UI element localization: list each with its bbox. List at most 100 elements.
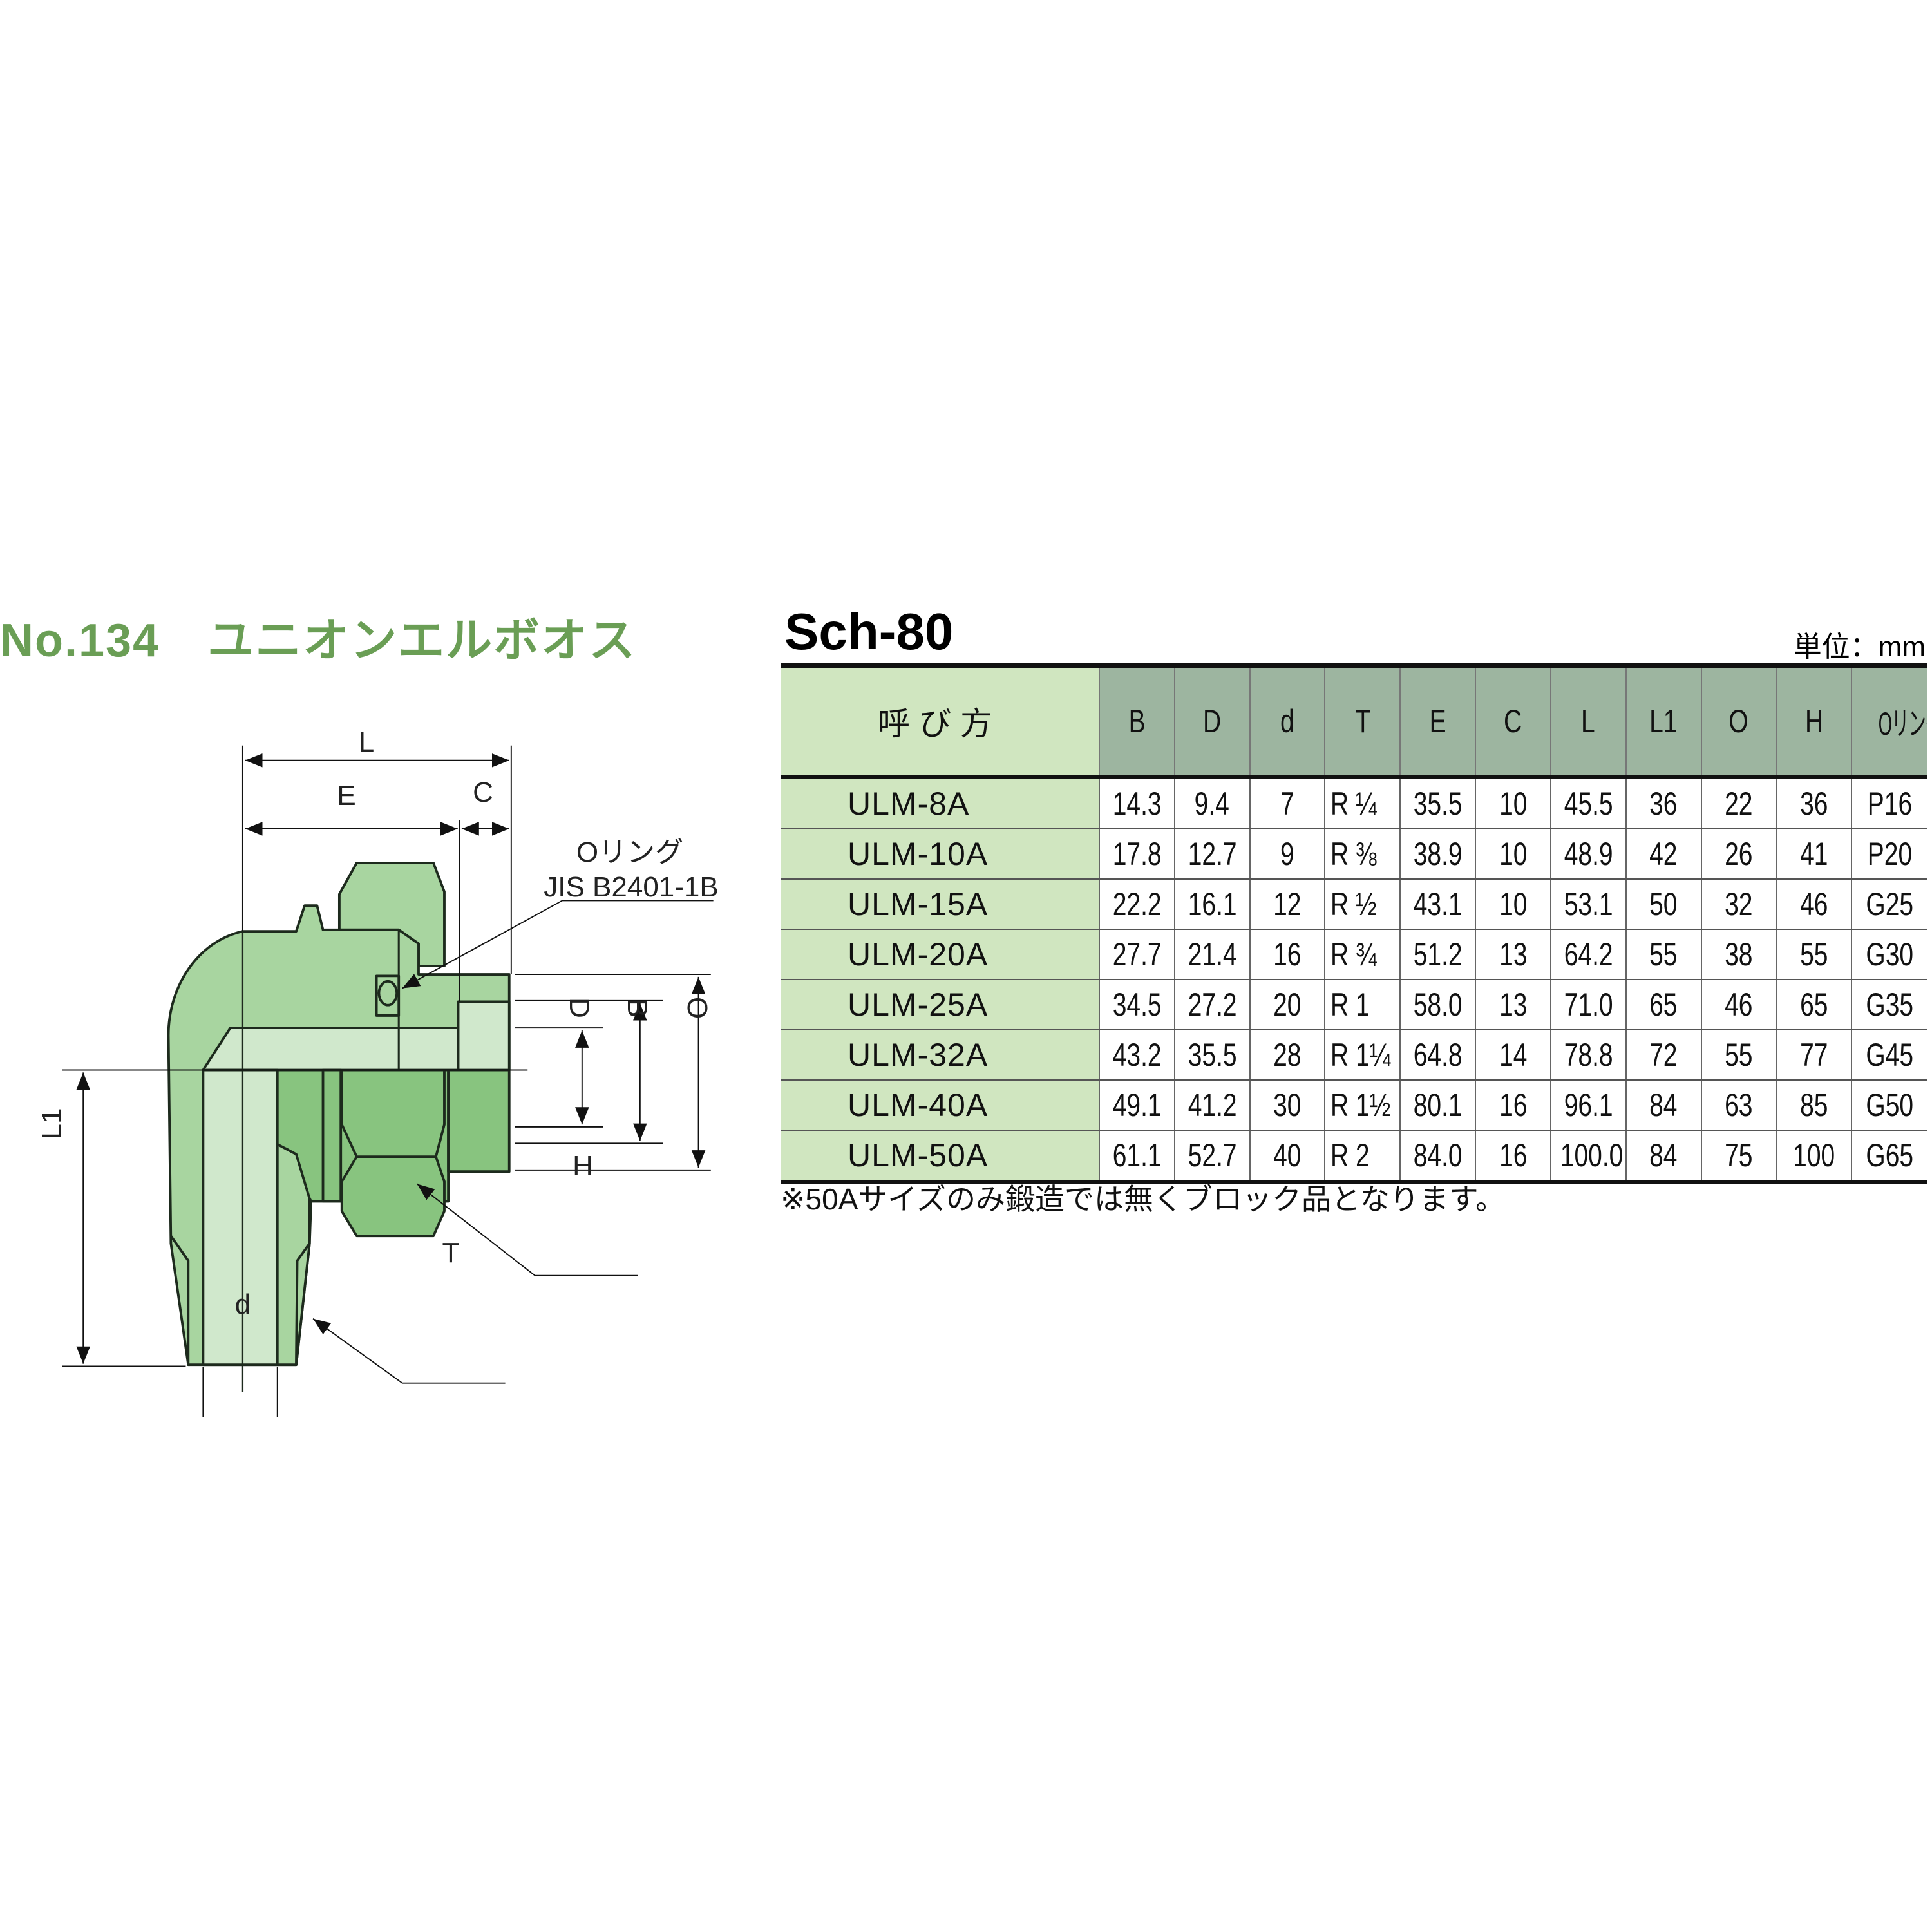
cell-value: 21.4 [1188, 936, 1237, 972]
cell-value: 36 [1649, 786, 1678, 822]
model-name: ULM-32A [848, 1037, 989, 1073]
cell-value: 41.2 [1188, 1087, 1237, 1123]
value-cell: 52.7 [1173, 1130, 1250, 1182]
column-header-label: B [1128, 703, 1146, 739]
cell-value: 80.1 [1413, 1087, 1463, 1123]
cell-value: 14 [1499, 1037, 1528, 1073]
value-cell: 9.4 [1173, 777, 1250, 829]
model-name: ULM-50A [848, 1137, 989, 1173]
cell-value: 51.2 [1413, 936, 1463, 972]
value-cell: 64.8 [1399, 1030, 1476, 1081]
dim-label-d: d [235, 1289, 251, 1320]
value-cell: 84.0 [1399, 1130, 1476, 1182]
column-header-label: O [1728, 703, 1749, 739]
value-cell: 46 [1700, 980, 1777, 1030]
dimension-lines [62, 745, 714, 1417]
value-cell: 34.5 [1099, 980, 1175, 1030]
column-header: L [1549, 665, 1626, 779]
cell-value: 96.1 [1564, 1087, 1613, 1123]
value-cell: R ⅜ [1324, 829, 1401, 880]
cell-value: 17.8 [1112, 836, 1162, 872]
value-cell: R 1 [1324, 980, 1401, 1030]
model-cell: ULM-10A [781, 829, 1099, 880]
cell-value: G50 [1866, 1087, 1913, 1123]
value-cell: R ¾ [1324, 929, 1401, 980]
model-name: ULM-20A [848, 936, 989, 972]
column-header-label: L1 [1649, 703, 1678, 739]
cell-value: 42 [1649, 836, 1678, 872]
value-cell: G30 [1851, 929, 1927, 980]
value-cell: 9 [1249, 829, 1325, 880]
value-cell: 53.1 [1549, 879, 1626, 930]
cell-value: 40 [1273, 1137, 1302, 1173]
value-cell: G45 [1851, 1030, 1927, 1081]
value-cell: 16.1 [1173, 879, 1250, 930]
dim-label-L: L [359, 726, 374, 758]
column-header-label: T [1354, 703, 1370, 739]
cell-value: 84 [1649, 1087, 1678, 1123]
cell-value: G45 [1866, 1037, 1913, 1073]
cell-value: 48.9 [1564, 836, 1613, 872]
value-cell: 49.1 [1099, 1080, 1175, 1131]
value-cell: 84 [1625, 1130, 1701, 1182]
cell-value: R ⅜ [1331, 836, 1377, 872]
value-cell: 35.5 [1399, 777, 1476, 829]
tail-bore [457, 1000, 511, 1072]
column-header: C [1475, 665, 1551, 779]
model-cell: ULM-40A [781, 1080, 1099, 1131]
cell-value: 55 [1800, 936, 1828, 972]
cell-value: 64.2 [1564, 936, 1613, 972]
dim-label-E: E [337, 780, 355, 811]
value-cell: P16 [1851, 777, 1927, 829]
cell-value: 32 [1725, 886, 1753, 922]
column-header: B [1099, 665, 1175, 779]
value-cell: 14 [1475, 1030, 1551, 1081]
model-cell: ULM-15A [781, 879, 1099, 930]
value-cell: 72 [1625, 1030, 1701, 1081]
fitting-drawing: L E C Oリング JIS B2401-1B D B O H T L1 d [36, 726, 719, 1417]
cell-value: 78.8 [1564, 1037, 1613, 1073]
value-cell: 28 [1249, 1030, 1325, 1081]
model-name: ULM-25A [848, 987, 989, 1023]
value-cell: R 2 [1324, 1130, 1401, 1182]
value-cell: 78.8 [1549, 1030, 1626, 1081]
value-cell: 85 [1776, 1080, 1852, 1131]
cell-value: 84 [1649, 1137, 1678, 1173]
cell-value: G30 [1866, 936, 1913, 972]
value-cell: 13 [1475, 980, 1551, 1030]
value-cell: 75 [1700, 1130, 1777, 1182]
value-cell: 12.7 [1173, 829, 1250, 880]
cell-value: 43.1 [1413, 886, 1463, 922]
value-cell: 42 [1625, 829, 1701, 880]
value-cell: 27.2 [1173, 980, 1250, 1030]
cell-value: 55 [1725, 1037, 1753, 1073]
cell-value: 45.5 [1564, 786, 1613, 822]
dim-label-B: B [621, 998, 653, 1017]
model-cell: ULM-32A [781, 1030, 1099, 1081]
model-cell: ULM-8A [781, 777, 1099, 829]
dim-label-L1: L1 [36, 1108, 68, 1140]
value-cell: 55 [1776, 929, 1852, 980]
column-header: Oリング [1851, 665, 1927, 779]
value-cell: 41.2 [1173, 1080, 1250, 1131]
dim-label-T: T [442, 1237, 460, 1269]
value-cell: G65 [1851, 1130, 1927, 1182]
value-cell: 100 [1776, 1130, 1852, 1182]
horizontal-bore [202, 1027, 460, 1072]
cell-value: 13 [1499, 936, 1528, 972]
cell-value: 50 [1649, 886, 1678, 922]
nut-hex [340, 1155, 446, 1238]
cell-value: 14.3 [1112, 786, 1162, 822]
value-cell: G25 [1851, 879, 1927, 930]
cell-value: P20 [1867, 836, 1912, 872]
model-cell: ULM-20A [781, 929, 1099, 980]
model-cell: ULM-25A [781, 980, 1099, 1030]
column-header-label: C [1504, 703, 1522, 739]
unit-label: 単位：mm [1793, 631, 1926, 663]
value-cell: 10 [1475, 777, 1551, 829]
value-cell: 38.9 [1399, 829, 1476, 880]
